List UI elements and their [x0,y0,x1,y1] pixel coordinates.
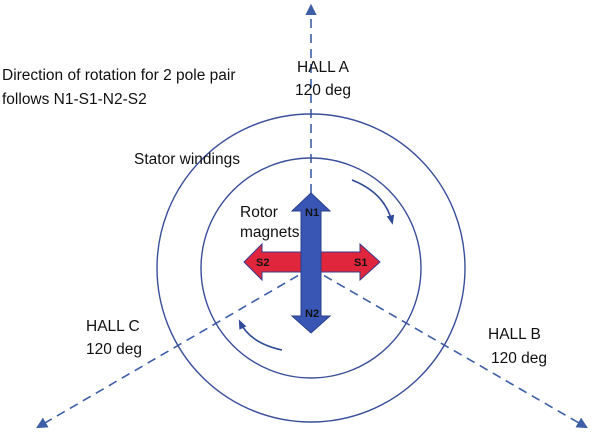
rotation-arrow-top-right [351,179,395,225]
stator-inner-circle [200,157,422,379]
stator-label: Stator windings [134,151,240,168]
pole-s2-label: S2 [256,257,269,269]
rotor-label-line1: Rotor [240,204,278,221]
pole-s1-label: S1 [354,257,367,269]
rotor-label-line2: magnets [240,224,300,241]
hall-a-angle: 120 deg [295,82,352,99]
hall-c-name: HALL C [86,318,140,335]
pole-n2-label: N2 [305,308,319,320]
rotation-note-line2: follows N1-S1-N2-S2 [2,91,147,108]
stator-outer-circle [156,113,466,423]
rotation-note-line1: Direction of rotation for 2 pole pair [2,67,236,84]
hall-c-axis [36,267,312,429]
hall-a-name: HALL A [297,59,349,76]
rotation-arrow-bottom-left [238,319,283,351]
north-magnet-arrow [290,192,332,334]
hall-b-name: HALL B [488,326,541,343]
pole-n1-label: N1 [305,207,319,219]
hall-c-angle: 120 deg [86,341,143,358]
hall-b-axis [310,267,588,429]
hall-b-angle: 120 deg [491,350,548,367]
